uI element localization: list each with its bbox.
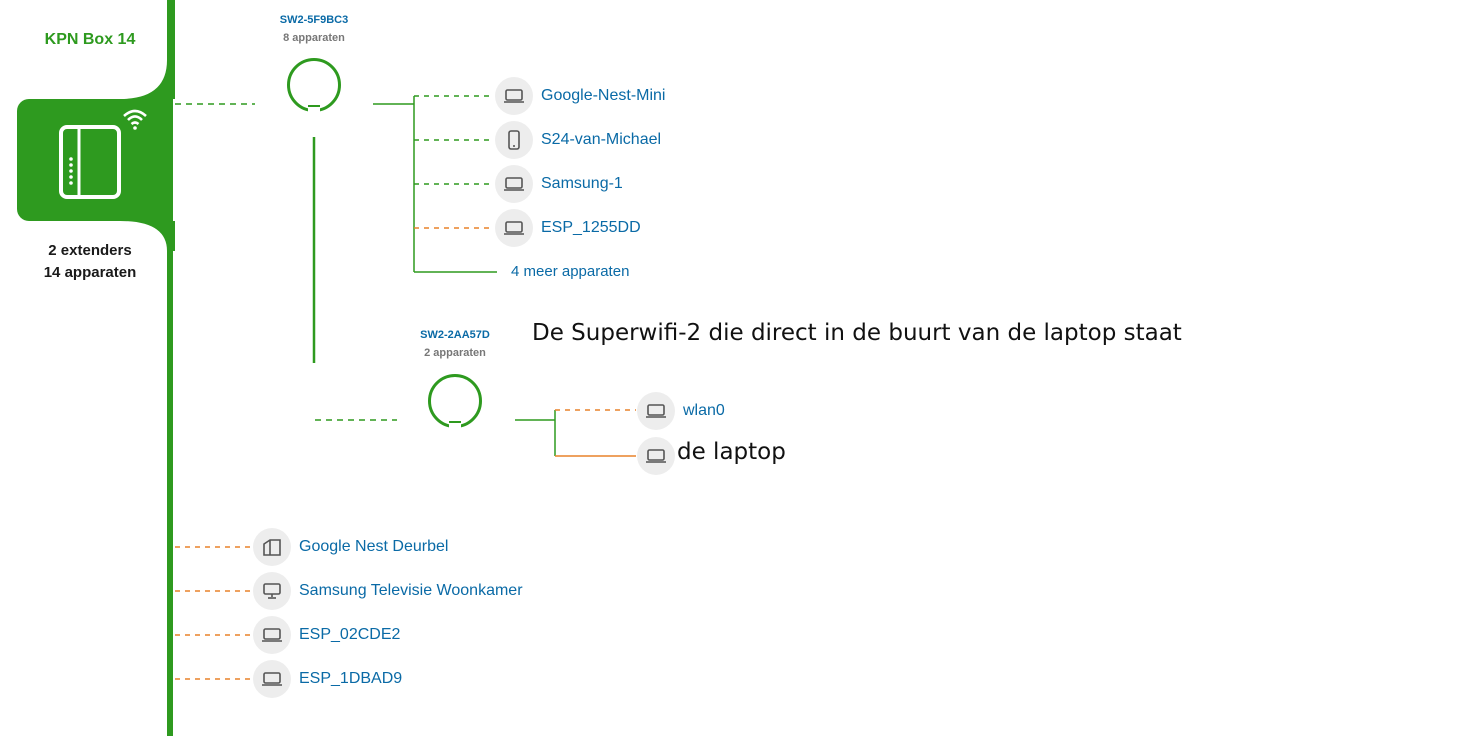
laptop-icon[interactable] bbox=[253, 616, 291, 654]
laptop-icon[interactable] bbox=[495, 165, 533, 203]
router-name: KPN Box 14 bbox=[44, 31, 136, 48]
device-samsung-1[interactable]: Samsung-1 bbox=[541, 175, 623, 192]
router-card[interactable] bbox=[17, 99, 173, 221]
device-samsung-televisie-woonkamer[interactable]: Samsung Televisie Woonkamer bbox=[299, 582, 523, 599]
device-s24-van-michael[interactable]: S24-van-Michael bbox=[541, 131, 662, 148]
laptop-icon[interactable] bbox=[253, 660, 291, 698]
laptop-icon[interactable] bbox=[495, 209, 533, 247]
extender-1-name: SW2-5F9BC3 bbox=[279, 14, 349, 26]
extender-2-name: SW2-2AA57D bbox=[420, 329, 490, 341]
device-google-nest-deurbel[interactable]: Google Nest Deurbel bbox=[299, 538, 449, 555]
device-google-nest-mini[interactable]: Google-Nest-Mini bbox=[541, 87, 666, 104]
laptop-icon[interactable] bbox=[637, 437, 675, 475]
laptop-icon[interactable] bbox=[637, 392, 675, 430]
laptop-icon[interactable] bbox=[495, 77, 533, 115]
extender-2-icon[interactable] bbox=[428, 374, 482, 428]
device-de-laptop[interactable]: de laptop bbox=[677, 439, 786, 465]
extender-1-icon[interactable] bbox=[287, 58, 341, 112]
wifi-icon bbox=[123, 109, 147, 130]
extender-2-count: 2 apparaten bbox=[424, 347, 486, 359]
router-device-icon bbox=[59, 125, 121, 199]
router-trunk-line bbox=[167, 5, 173, 736]
more-devices-link[interactable]: 4 meer apparaten bbox=[511, 263, 630, 280]
device-esp-1dbad9[interactable]: ESP_1DBAD9 bbox=[299, 670, 403, 687]
device-count: 14 apparaten bbox=[43, 264, 137, 281]
device-esp-1255dd[interactable]: ESP_1255DD bbox=[541, 219, 641, 236]
annotation-superwifi: De Superwifi-2 die direct in de buurt va… bbox=[532, 320, 1182, 346]
device-wlan0[interactable]: wlan0 bbox=[683, 402, 725, 419]
router-summary: 2 extenders 14 apparaten bbox=[20, 240, 160, 284]
extender-1-count: 8 apparaten bbox=[283, 32, 345, 44]
extender-count: 2 extenders bbox=[48, 242, 132, 259]
device-esp-02cde2[interactable]: ESP_02CDE2 bbox=[299, 626, 401, 643]
router-card-curve bbox=[120, 0, 175, 99]
phone-icon[interactable] bbox=[495, 121, 533, 159]
doorbell-icon[interactable] bbox=[253, 528, 291, 566]
monitor-icon[interactable] bbox=[253, 572, 291, 610]
router-card-curve-bottom bbox=[120, 221, 175, 251]
